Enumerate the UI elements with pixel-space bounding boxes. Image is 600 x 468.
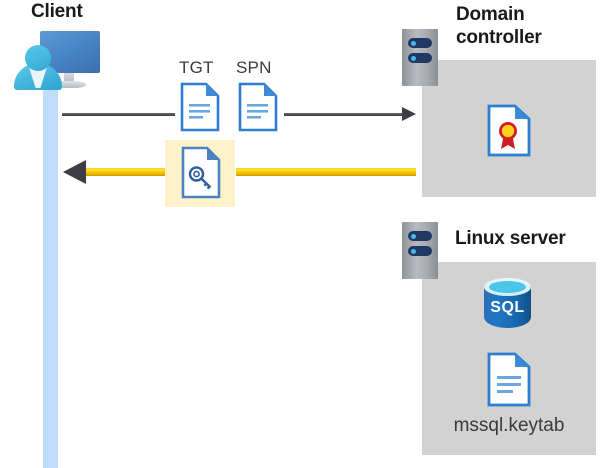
keytab-document-icon xyxy=(487,352,531,407)
domain-controller-title: Domain controller xyxy=(456,4,542,48)
certificate-document-icon xyxy=(487,104,531,157)
sql-database-icon: SQL xyxy=(480,277,535,335)
document-with-key-icon xyxy=(181,146,221,199)
linux-server-rack-icon xyxy=(402,222,438,279)
rack-slot-icon xyxy=(408,38,432,48)
client-lifeline xyxy=(43,72,58,468)
keytab-filename-label: mssql.keytab xyxy=(453,415,565,436)
rack-slot-icon xyxy=(408,231,432,241)
response-arrow-line-left xyxy=(84,168,165,176)
monitor-base-icon xyxy=(53,81,86,88)
request-arrow-line-left xyxy=(62,113,175,116)
tgt-label: TGT xyxy=(179,58,214,77)
spn-document-icon xyxy=(238,82,278,132)
response-arrow-line-right xyxy=(236,168,416,176)
monitor-neck-icon xyxy=(64,73,74,82)
request-arrow-line-right xyxy=(284,113,405,116)
request-arrow-head-icon xyxy=(402,107,416,121)
linux-server-title: Linux server xyxy=(455,228,566,249)
client-title: Client xyxy=(31,1,83,22)
spn-label: SPN xyxy=(236,58,272,77)
person-head-icon xyxy=(25,45,51,71)
user-workstation-icon xyxy=(12,28,100,90)
domain-controller-rack-icon xyxy=(402,29,438,86)
cylinder-top-inner xyxy=(489,281,526,293)
rack-slot-icon xyxy=(408,246,432,256)
rack-slot-icon xyxy=(408,53,432,63)
tgt-document-icon xyxy=(180,82,220,132)
response-arrow-head-icon xyxy=(63,160,86,184)
sql-label: SQL xyxy=(490,299,525,316)
